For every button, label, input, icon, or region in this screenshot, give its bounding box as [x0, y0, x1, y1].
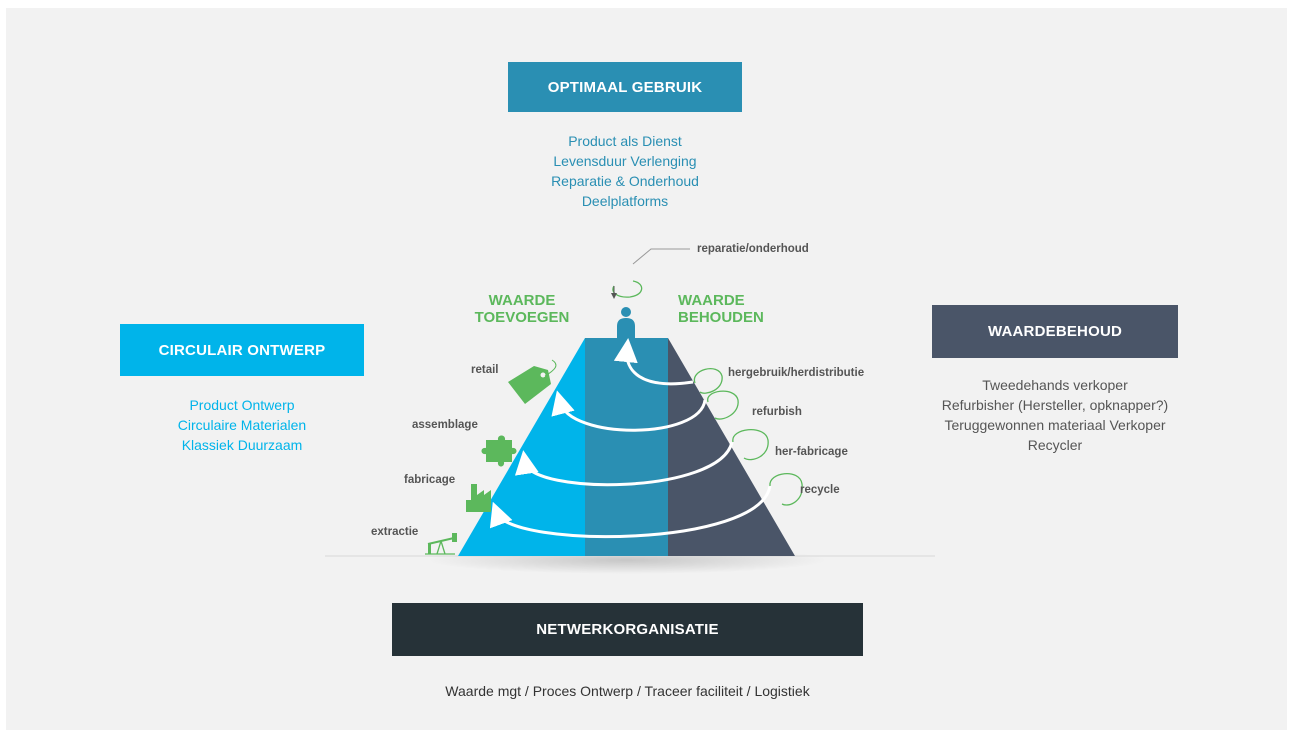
arrow-remanufacture	[515, 441, 734, 487]
optimal-use-box: OPTIMAAL GEBRUIK	[508, 62, 742, 112]
stage-label-extractie: extractie	[371, 526, 419, 538]
list-item: Refurbisher (Hersteller, opknapper?)	[941, 397, 1169, 413]
value-retention-title: WAARDEBEHOUD	[987, 323, 1123, 340]
arrow-reuse	[613, 338, 694, 386]
list-item: Reparatie & Onderhoud	[551, 173, 699, 189]
list-item: Deelplatforms	[581, 193, 669, 209]
loop-refurbish	[707, 390, 739, 420]
loop-reuse	[693, 367, 723, 394]
list-item: Levensduur Verlenging	[553, 153, 697, 169]
value-retention-box: WAARDEBEHOUD	[932, 305, 1178, 358]
add-value-heading: WAARDE TOEVOEGEN	[462, 292, 582, 326]
repair-callout-line	[632, 248, 690, 265]
stage-label-retail: retail	[471, 364, 499, 376]
network-subtitle: Waarde mgt / Proces Ontwerp / Traceer fa…	[445, 683, 810, 699]
list-item: Teruggewonnen materiaal Verkoper	[944, 417, 1166, 433]
list-item: Klassiek Duurzaam	[181, 437, 303, 453]
list-item: Recycler	[1027, 437, 1083, 453]
stage-label-reparatie: reparatie/onderhoud	[697, 243, 809, 255]
optimal-use-list: Product als Dienst Levensduur Verlenging…	[508, 131, 742, 211]
value-retention-list: Tweedehands verkoper Refurbisher (Herste…	[905, 375, 1205, 455]
puzzle-icon	[481, 435, 517, 467]
stage-label-hergebruik: hergebruik/herdistributie	[728, 367, 865, 379]
stage-label-recycle: recycle	[800, 484, 840, 496]
factory-icon	[466, 484, 491, 512]
network-box: NETWERKORGANISATIE	[392, 603, 863, 656]
stage-label-refurbish: refurbish	[752, 406, 802, 418]
add-value-text: WAARDE TOEVOEGEN	[474, 292, 570, 326]
arrow-refurbish	[551, 390, 707, 432]
list-item: Product Ontwerp	[189, 397, 295, 413]
list-item: Product als Dienst	[568, 133, 682, 149]
loop-remanufacture	[732, 428, 769, 461]
circular-design-box: CIRCULAIR ONTWERP	[120, 324, 364, 376]
repair-loop-icon	[611, 280, 643, 299]
list-item: Tweedehands verkoper	[982, 377, 1128, 393]
stage-label-her-fabricage: her-fabricage	[775, 446, 848, 458]
stage-label-assemblage: assemblage	[412, 419, 478, 431]
circular-design-title: CIRCULAIR ONTWERP	[158, 341, 326, 359]
optimal-use-title: OPTIMAAL GEBRUIK	[547, 78, 703, 96]
circular-design-list: Product Ontwerp Circulaire Materialen Kl…	[120, 395, 364, 455]
oil-pump-icon	[425, 533, 457, 555]
arrow-recycle	[490, 485, 772, 539]
price-tag-icon	[508, 359, 557, 404]
list-item: Circulaire Materialen	[177, 417, 307, 433]
network-title: NETWERKORGANISATIE	[536, 621, 719, 638]
loop-recycle	[769, 473, 803, 506]
person-icon	[617, 307, 635, 338]
pyramid-middle-segment	[585, 338, 668, 556]
keep-value-heading: WAARDE BEHOUDEN	[678, 292, 798, 326]
stage-label-fabricage: fabricage	[404, 474, 456, 486]
keep-value-text: WAARDE BEHOUDEN	[678, 292, 764, 326]
